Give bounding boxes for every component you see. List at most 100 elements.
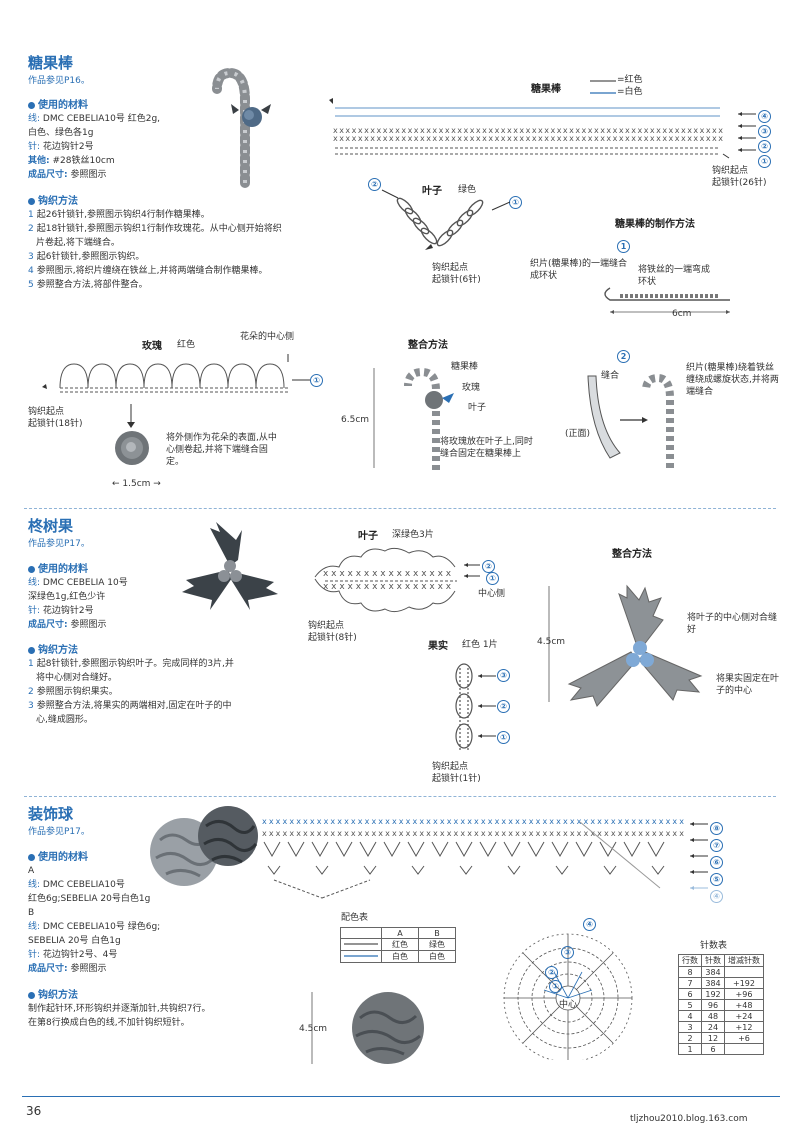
candy-stitch-chart: xxxxxxxxxxxxxxxxxxxxxxxxxxxxxxxxxxxxxxxx…	[329, 98, 730, 159]
ball-materials: A 线: DMC CEBELIA10号 红色6g;SEBELIA 20号白色1g…	[28, 864, 228, 976]
candy-leaf-chart	[381, 189, 511, 250]
candy-leaf-title: 叶子	[422, 186, 442, 197]
holly-ref: 作品参见P17。	[28, 539, 90, 549]
ball-size-diagram	[311, 992, 424, 1064]
color-table-title: 配色表	[341, 913, 369, 923]
holly-photo	[182, 522, 278, 610]
svg-text:x x x x x x x x x x x x x x x: x x x x x x x x x x x x x x x x	[323, 569, 452, 579]
material-line: 成品尺寸: 参照图示	[28, 964, 107, 974]
candy-leaf-color: 绿色	[458, 185, 477, 195]
legend-white: =白色	[617, 87, 643, 97]
material-line: B	[28, 908, 35, 918]
row-number: ①	[758, 155, 771, 168]
material-line: 深绿色1g,红色少许	[28, 592, 106, 602]
candy-materials: 线: DMC CEBELIA10号 红色2g, 白色、绿色各1g 针: 花边钩针…	[28, 112, 228, 182]
berry-count: 起锁针(1针)	[432, 774, 481, 784]
m2-diagram	[587, 373, 674, 468]
m1-diagram	[604, 287, 730, 314]
page-number: 36	[26, 1104, 42, 1118]
rose-arrow	[127, 404, 135, 428]
holly-title: 柊树果	[28, 517, 74, 535]
a-note: 将玫瑰放在叶子上,同时缝合固定在糖果棒上	[440, 437, 533, 459]
material-line: 针: 花边钩针2号、4号	[28, 950, 118, 960]
divider	[24, 508, 776, 509]
rose-start: 钩织起点	[28, 407, 65, 417]
step: 片卷起,将下端缝合。	[36, 238, 120, 248]
leaf-row-2: ②	[368, 178, 381, 191]
rose-color: 红色	[177, 340, 196, 350]
berry-start: 钩织起点	[432, 762, 469, 772]
method-step-1: 1	[617, 240, 630, 253]
round-row-4: ④	[583, 918, 596, 931]
material-line: 成品尺寸: 参照图示	[28, 620, 107, 630]
svg-text:xxxxxxxxxxxxxxxxxxxxxxxxxxxxxx: xxxxxxxxxxxxxxxxxxxxxxxxxxxxxxxxxxxxxxxx…	[262, 829, 684, 838]
a-rose: 玫瑰	[462, 383, 481, 393]
svg-text:xxxxxxxxxxxxxxxxxxxxxxxxxxxxxx: xxxxxxxxxxxxxxxxxxxxxxxxxxxxxxxxxxxxxxxx…	[333, 134, 723, 143]
candy-leaf-start: 钩织起点	[432, 263, 469, 273]
candy-title: 糖果棒	[28, 54, 74, 72]
m1-len: 6cm	[672, 309, 692, 319]
material-line: 成品尺寸: 参照图示	[28, 170, 107, 180]
a-leaf: 叶子	[468, 403, 487, 413]
berry-color: 红色 1片	[462, 640, 498, 650]
table-row: 行数针数增减针数	[678, 954, 764, 967]
ball-method-text: 制作起针环,环形钩织并逐渐加针,共钩织7行。 在第8行换成白色的线,不加针钩织短…	[28, 1004, 211, 1028]
material-line: 白色、绿色各1g	[28, 128, 94, 138]
ball-photo	[150, 806, 258, 886]
step: 将中心侧对合缝好。	[36, 673, 118, 683]
material-line: 针: 花边钩针2号	[28, 142, 94, 152]
rose-size: ← 1.5cm →	[112, 479, 161, 489]
holly-leaf-count: 起锁针(8针)	[308, 633, 357, 643]
step: 心,缝成圆形。	[36, 715, 93, 725]
holly-leaf-arrows	[464, 563, 480, 578]
legend-red: =红色	[617, 75, 643, 85]
material-line: 线: DMC CEBELIA 10号	[28, 578, 128, 588]
material-line: SEBELIA 20号 白色1g	[28, 936, 121, 946]
round-row-1: ①	[549, 980, 562, 993]
svg-text:x x x x x x x x x x x x x x x: x x x x x x x x x x x x x x x x	[323, 582, 452, 592]
holly-assemble-title: 整合方法	[612, 549, 652, 560]
holly-materials-head: 使用的材料	[28, 560, 88, 575]
ball-row-numbers: ⑧ ⑦ ⑥ ⑤ ④	[710, 818, 723, 903]
berry-title: 果实	[428, 641, 448, 652]
m2-side: (正面)	[565, 429, 591, 439]
footer-rule	[22, 1096, 780, 1097]
candy-row-numbers: ④ ③ ② ①	[758, 108, 771, 168]
material-line: A	[28, 866, 35, 876]
candy-row-arrows	[738, 112, 756, 152]
material-line: 其他: #28铁丝10cm	[28, 156, 115, 166]
ball-stitch-chart: xxxxxxxxxxxxxxxxxxxxxxxxxxxxxxxxxxxxxxxx…	[262, 817, 684, 899]
material-line: 红色6g;SEBELIA 20号白色1g	[28, 894, 151, 904]
candy-cane-photo	[212, 67, 271, 188]
round-row-2: ②	[545, 966, 558, 979]
berry-row-3: ③	[497, 669, 510, 682]
berry-row-1: ①	[497, 731, 510, 744]
rose-chart	[42, 354, 310, 393]
candy-assemble-diagram	[373, 367, 454, 470]
svg-text:xxxxxxxxxxxxxxxxxxxxxxxxxxxxxx: xxxxxxxxxxxxxxxxxxxxxxxxxxxxxxxxxxxxxxxx…	[262, 817, 684, 826]
candy-method-head: 钩织方法	[28, 192, 78, 207]
material-line: 针: 花边钩针2号	[28, 606, 94, 616]
swatch-line	[344, 954, 378, 957]
rose-row-1: ①	[310, 374, 323, 387]
holly-a-note1: 将叶子的中心侧对合缝好	[687, 613, 778, 635]
m1-text: 织片(糖果棒)的一端缝合成环状	[530, 259, 628, 281]
m2-text: 织片(糖果棒)绕着铁丝缠绕成螺旋状态,并将两端缝合	[686, 363, 779, 397]
row-number: ③	[758, 125, 771, 138]
site-credit: tljzhou2010.blog.163.com	[630, 1114, 748, 1124]
material-line: 线: DMC CEBELIA10号	[28, 880, 125, 890]
method-step-2: 2	[617, 350, 630, 363]
count-table-title: 针数表	[700, 941, 728, 951]
